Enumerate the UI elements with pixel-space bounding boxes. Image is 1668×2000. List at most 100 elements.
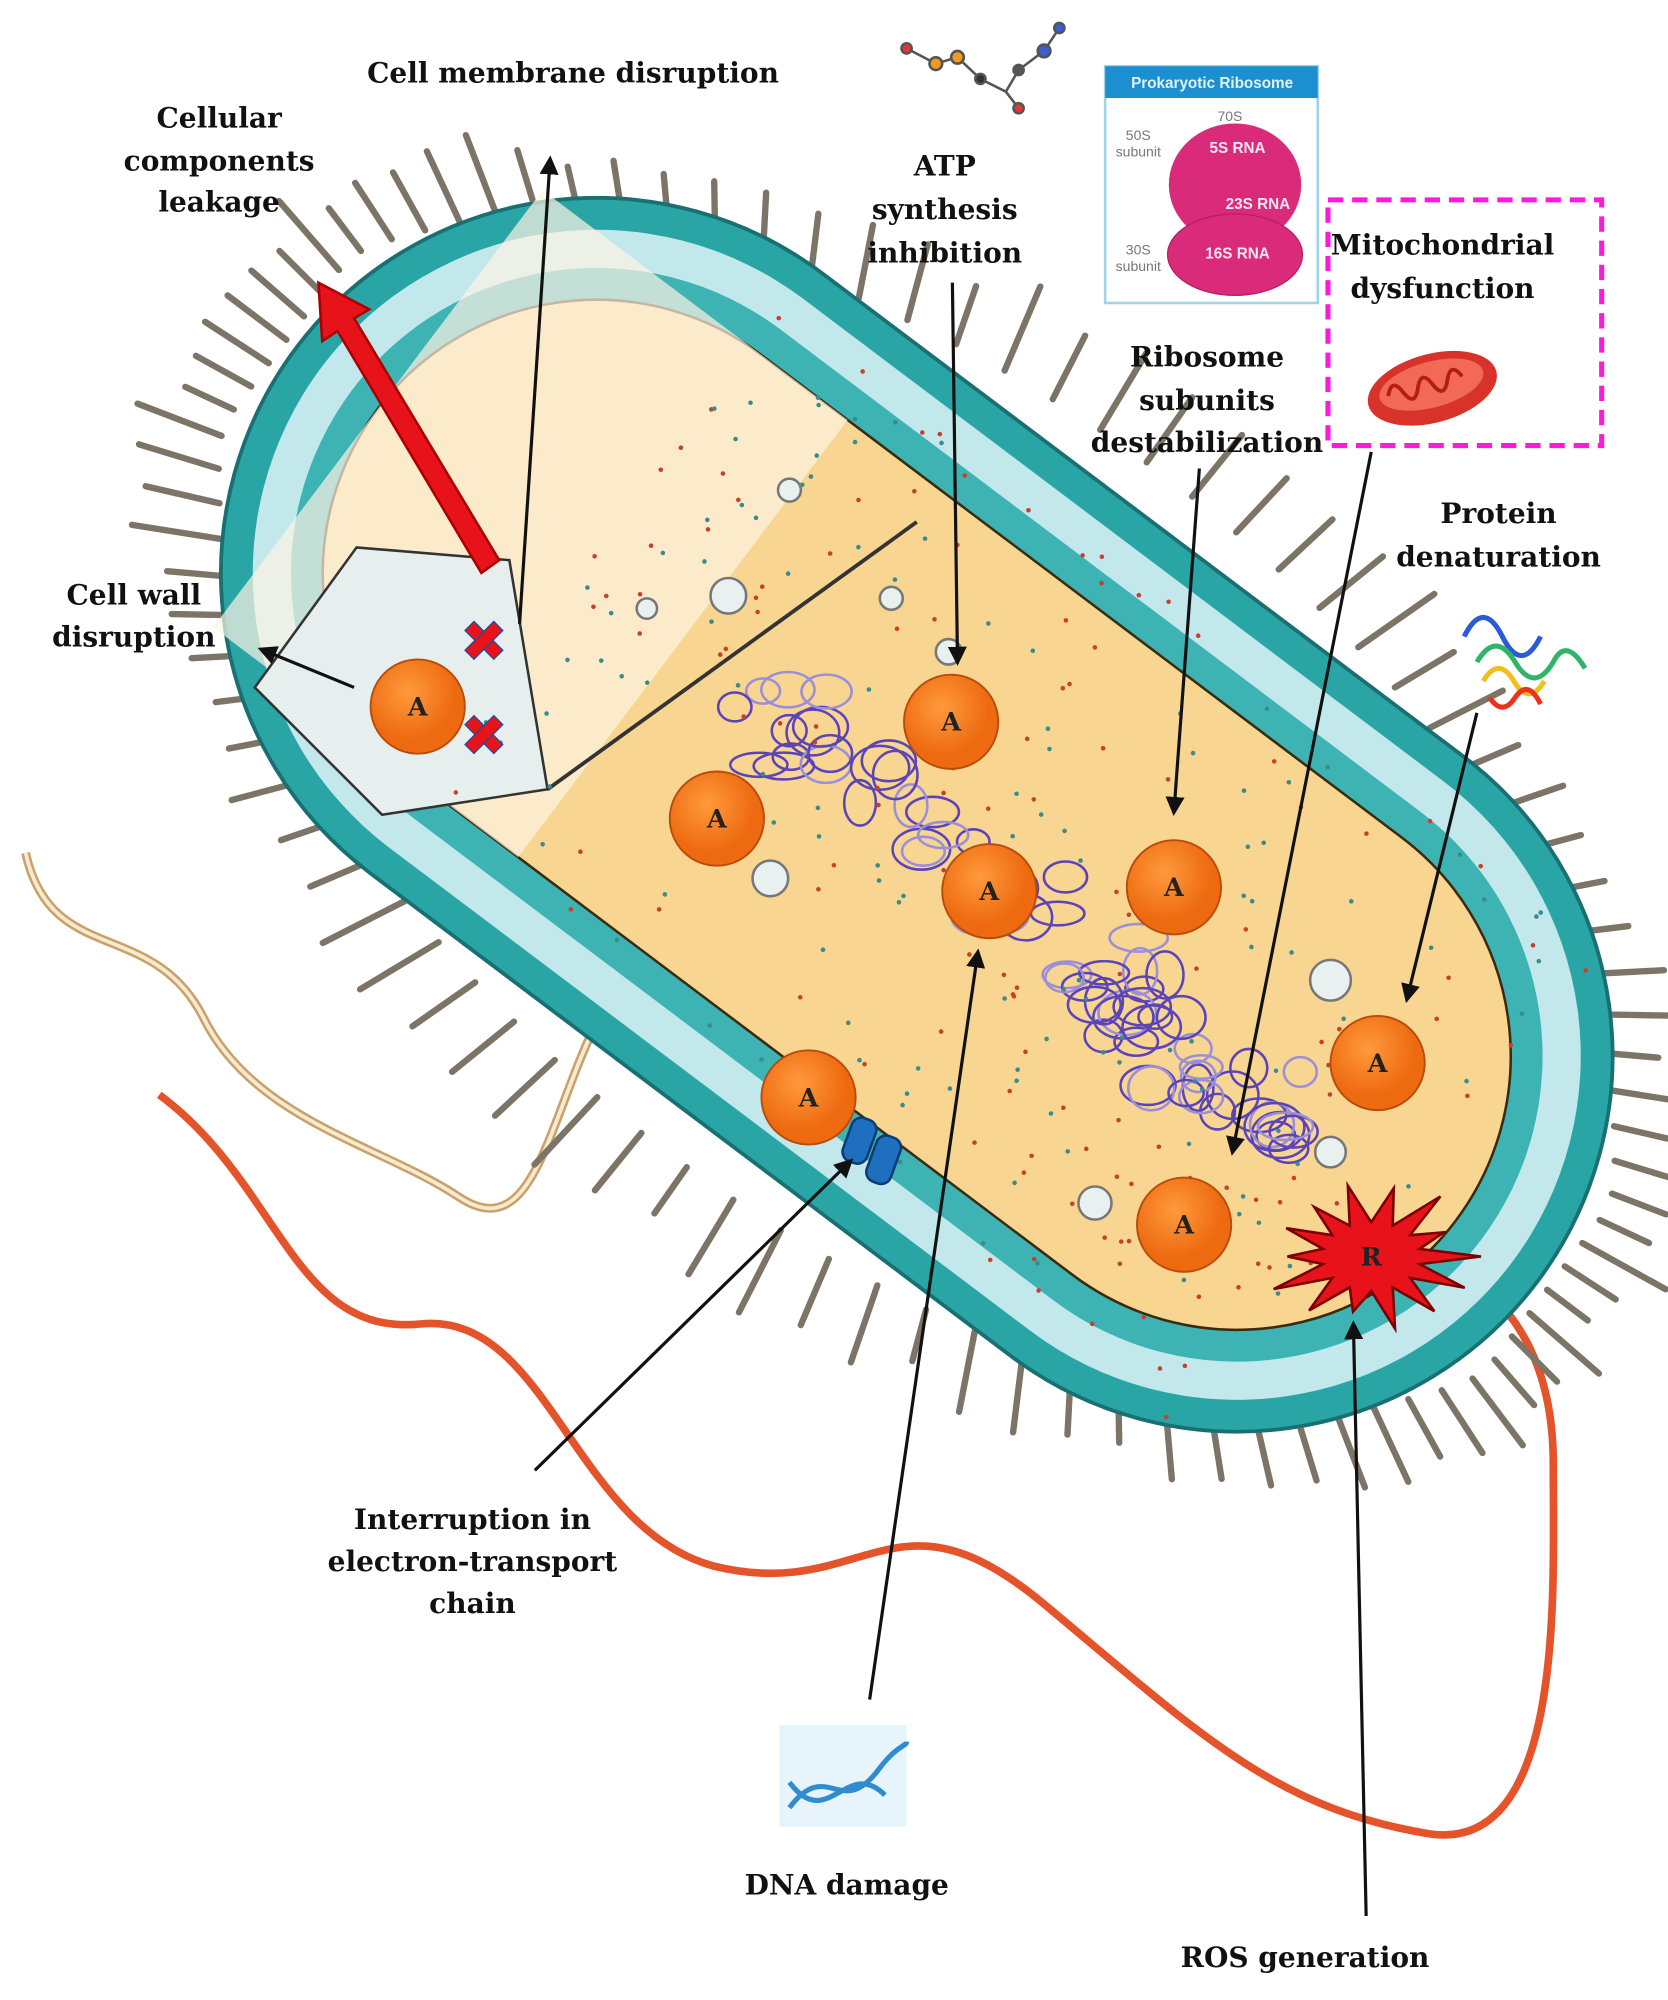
granule [1076,977,1082,983]
granule [1038,812,1044,817]
dna-loop [1178,1053,1224,1081]
dna-loop [1173,1032,1213,1065]
granule [1010,992,1016,997]
pilus [1561,1263,1619,1303]
granule [815,805,821,811]
pilus [356,938,442,993]
label-atp-2: synthesis [872,193,1018,226]
granule [939,440,944,446]
pilus [847,1282,881,1366]
dna-loop [770,713,808,748]
granule [598,658,604,663]
pilus [1508,1333,1561,1385]
granule [540,841,545,847]
granule [1519,1011,1525,1016]
granule [1478,863,1484,869]
pilus [904,241,931,324]
granule [544,711,549,716]
pilus [448,1018,518,1075]
dna-loop [760,670,816,709]
pilus [128,521,227,543]
granule [1186,1141,1192,1147]
granule [1287,1263,1293,1269]
vesicle [751,859,790,898]
pilus [1391,648,1457,691]
granule [547,784,552,789]
granule [1118,1239,1124,1244]
granule [619,674,625,679]
granule [1241,893,1247,899]
granule [896,900,902,905]
label-ribosome-2: subunits [1139,384,1275,417]
granule [937,431,943,437]
granule [1061,1105,1066,1111]
dna-loop [1256,1111,1315,1142]
granule [797,995,803,1000]
granule [1102,1235,1107,1240]
dna-loop [860,739,918,783]
granule [771,820,777,825]
granule [1181,1277,1187,1283]
arrow-membrane [517,155,559,624]
dna-loop [1167,1078,1206,1108]
granule [1277,1199,1283,1205]
vesicle [1308,958,1353,1002]
dna-loop [1121,946,1159,996]
pilus [1355,590,1438,651]
arrow-mito [1226,451,1373,1156]
dna-loop [1078,959,1131,986]
granule [736,497,741,503]
agent-symbol: A [706,804,728,834]
granule [922,536,928,541]
granule [603,593,609,599]
granule [860,369,865,374]
dna-loop [1179,1059,1217,1094]
granule [985,806,991,811]
agent-particle: A [1125,839,1222,936]
granule [1083,996,1089,1002]
agent-particle: A [369,658,466,755]
granule [1067,681,1072,687]
agent-circle [941,843,1038,940]
label-etc-1: Interruption in [354,1503,591,1536]
pilus [1608,1190,1668,1218]
granule [1406,1184,1411,1189]
granule [1010,833,1015,839]
granule [1194,966,1199,971]
arrows [257,155,1479,1917]
granule [753,595,759,601]
pilus [1369,1402,1412,1485]
label-ros-generation: ROS generation [1181,1941,1430,1974]
dna-loop [1108,922,1169,953]
protein-structure-icon [1461,615,1588,710]
agent-symbol: A [1173,1211,1195,1241]
pilus [1331,1405,1369,1491]
granule [585,585,590,590]
granule [1327,1092,1333,1097]
granule [1070,1201,1075,1207]
pilus [192,352,255,390]
pilus [1469,1375,1526,1449]
granule [876,878,882,883]
granule [1114,1174,1120,1180]
pilus [1096,350,1150,434]
dna-loop [1127,1065,1176,1112]
granule [1334,1201,1340,1206]
granule [1099,554,1105,560]
granule [1157,1366,1163,1371]
pilus [1606,1087,1668,1103]
vesicle [878,585,905,612]
granule [707,1023,713,1028]
granule [1199,1086,1205,1092]
vesicle [635,597,659,620]
granule [1114,889,1119,895]
granule [876,802,881,808]
granule [1237,1211,1242,1217]
agent-particle: A [1136,1176,1233,1273]
label-leakage-2: components [124,145,315,178]
pilus [1233,475,1290,536]
granule [1047,746,1052,752]
granule [1273,1068,1279,1074]
granule [1007,1088,1012,1094]
pilus [1438,1387,1486,1457]
